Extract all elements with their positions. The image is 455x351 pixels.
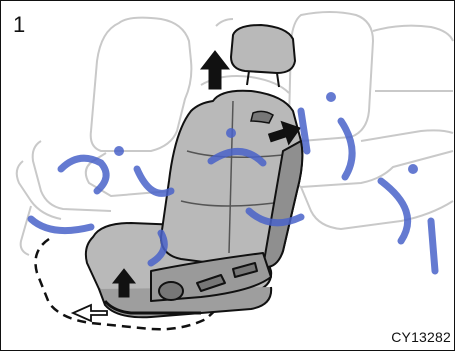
figure-code: CY13282 (391, 329, 451, 345)
recline-knob (159, 282, 183, 300)
headrest (231, 25, 295, 87)
arrow-left-icon (73, 305, 107, 321)
headrest-release-button (251, 111, 273, 123)
step-number: 1 (13, 12, 25, 38)
